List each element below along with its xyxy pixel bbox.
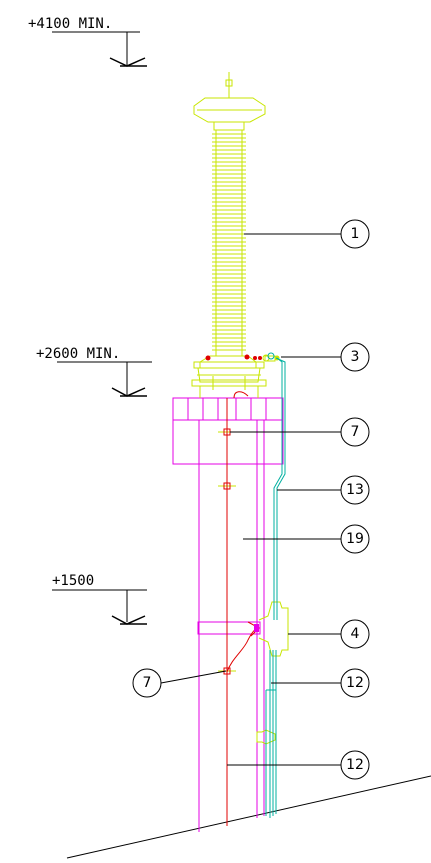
svg-text:1: 1 — [351, 226, 360, 242]
level-label-mid: +2600 MIN. — [36, 346, 120, 362]
ground-line — [66, 775, 431, 859]
clamp-marker — [254, 624, 259, 632]
callout-7-lower: 7 — [132, 668, 227, 698]
svg-text:4: 4 — [351, 626, 360, 642]
callout-13: 13 — [277, 475, 370, 505]
level-marker-low: +1500 — [52, 573, 147, 625]
svg-text:13: 13 — [346, 482, 364, 498]
support-structure — [172, 397, 284, 832]
callout-12-lower: 12 — [227, 750, 370, 780]
callout-12-upper: 12 — [271, 668, 370, 698]
earth-conductor — [223, 391, 260, 826]
callout-3: 3 — [281, 342, 370, 372]
svg-text:7: 7 — [143, 675, 152, 691]
svg-text:19: 19 — [346, 531, 364, 547]
svg-text:12: 12 — [346, 757, 364, 773]
callout-1: 1 — [244, 219, 370, 249]
svg-text:3: 3 — [351, 349, 360, 365]
level-label-top: +4100 MIN. — [28, 16, 112, 32]
level-marker-top: +4100 MIN. — [28, 16, 147, 67]
svg-text:7: 7 — [351, 424, 360, 440]
level-label-low: +1500 — [52, 573, 94, 589]
svg-text:12: 12 — [346, 675, 364, 691]
level-marker-mid: +2600 MIN. — [36, 346, 152, 397]
cable-route — [265, 357, 286, 818]
bushing-insulator — [191, 72, 289, 745]
callout-19: 19 — [243, 524, 370, 554]
callout-4: 4 — [288, 619, 370, 649]
termination-studs — [205, 352, 280, 362]
callout-7-upper: 7 — [230, 417, 370, 447]
